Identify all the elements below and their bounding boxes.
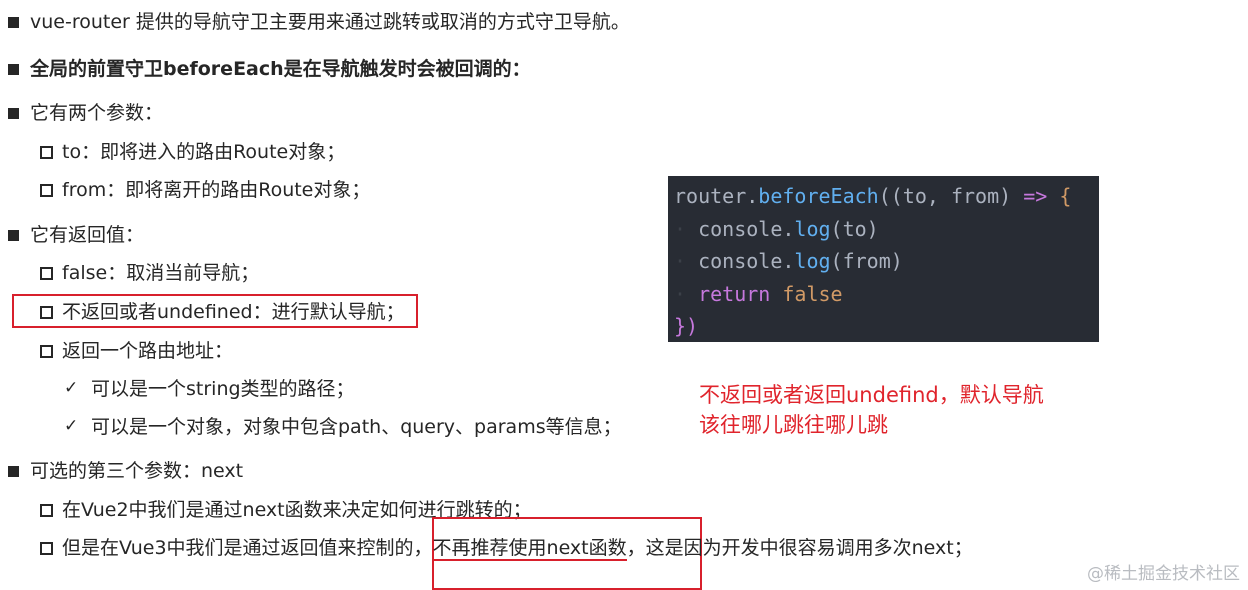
code-line-5: }) [674,314,699,338]
code-line-1: router.beforeEach((to, from) => { [674,184,1072,208]
checkmark-icon: ✓ [64,378,79,398]
hollow-square-bullet-icon [40,542,53,555]
vue3-return-text: 但是在Vue3中我们是通过返回值来控制的，不再推荐使用next函数，这是因为开发… [62,535,973,561]
hollow-square-bullet-icon [40,267,53,280]
code-line-2: · console.log(to) [674,216,879,241]
return-route: 返回一个路由地址： [62,340,234,362]
route-object: 可以是一个对象，对象中包含path、query、params等信息； [91,416,622,438]
vue2-next: 在Vue2中我们是通过next函数来决定如何进行跳转的； [62,499,532,521]
annotation-note-line-2: 该往哪儿跳往哪儿跳 [699,413,888,437]
return-heading: 它有返回值： [30,224,145,246]
code-block: router.beforeEach((to, from) => { · cons… [668,176,1099,342]
route-string: 可以是一个string类型的路径； [91,378,355,400]
code-line-3: · console.log(from) [674,249,903,273]
code-line-4: · return false [674,281,843,306]
return-undefined: 不返回或者undefined：进行默认导航； [62,301,405,323]
no-next-emphasis: 不再推荐使用next函数 [432,537,627,561]
intro-text: vue-router 提供的导航守卫主要用来通过跳转或取消的方式守卫导航。 [30,11,630,33]
square-bullet-icon [8,108,19,119]
params-heading: 它有两个参数： [30,102,164,124]
hollow-square-bullet-icon [40,184,53,197]
checkmark-icon: ✓ [64,416,79,436]
annotation-note-line-1: 不返回或者返回undefind，默认导航 [699,383,1044,407]
highlight-box-next [432,517,702,590]
next-heading: 可选的第三个参数：next [30,460,244,482]
param-to: to：即将进入的路由Route对象； [62,141,346,163]
hollow-square-bullet-icon [40,146,53,159]
square-bullet-icon [8,17,19,28]
square-bullet-icon [8,230,19,241]
hollow-square-bullet-icon [40,306,53,319]
beforeeach-heading: 全局的前置守卫beforeEach是在导航触发时会被回调的： [30,58,531,80]
hollow-square-bullet-icon [40,345,53,358]
hollow-square-bullet-icon [40,504,53,517]
return-false: false：取消当前导航； [62,262,260,284]
vue3-return-suffix: ，这是因为开发中很容易调用多次next； [626,537,973,559]
watermark: @稀土掘金技术社区 [1087,564,1240,584]
vue3-return-prefix: 但是在Vue3中我们是通过返回值来控制的， [62,537,433,559]
square-bullet-icon [8,466,19,477]
param-from: from：即将离开的路由Route对象； [62,179,371,201]
highlight-box-undefined [12,294,418,328]
square-bullet-icon [8,64,19,75]
